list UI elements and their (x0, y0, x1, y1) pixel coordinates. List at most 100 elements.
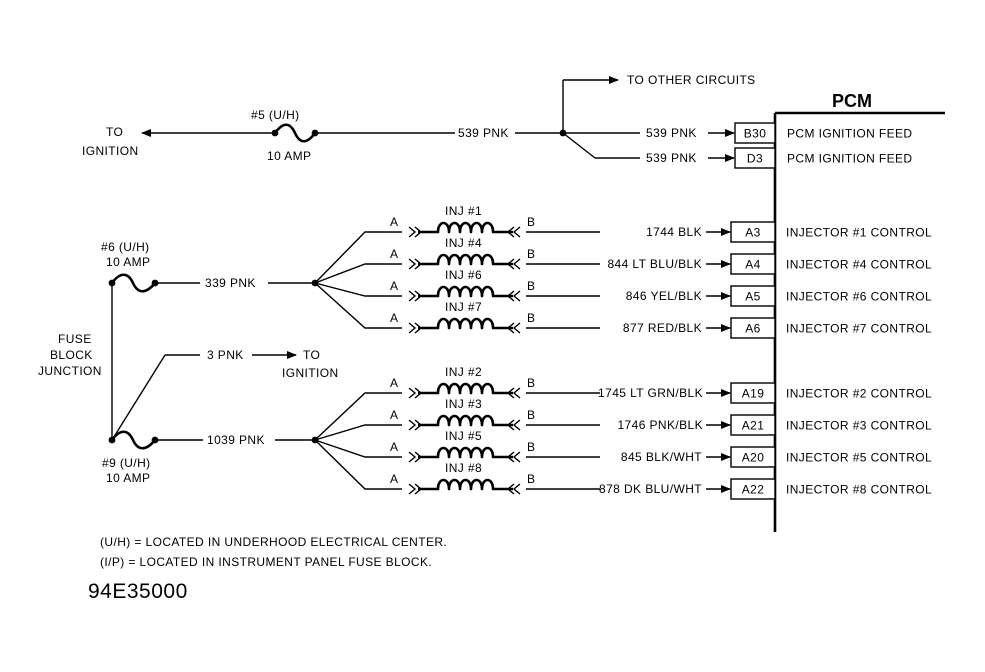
to-ignition-label: TO (106, 125, 123, 139)
pin-label: A6 (745, 322, 760, 336)
control-wire-label: 844 LT BLU/BLK (607, 257, 702, 271)
pin-function: INJECTOR #3 CONTROL (786, 419, 932, 433)
injector-label: INJ #7 (445, 300, 482, 314)
feed-row-b30: 539 PNK B30 PCM IGNITION FEED (646, 122, 912, 144)
pin-box (730, 446, 776, 468)
injector-coil-icon (418, 285, 513, 298)
junction-line-1: FUSE (58, 332, 92, 346)
notes: (U/H) = LOCATED IN UNDERHOOD ELECTRICAL … (100, 535, 447, 569)
pin-box (730, 382, 776, 404)
control-wire-label: 877 RED/BLK (623, 321, 702, 335)
pin-box (730, 478, 776, 500)
pin-box (730, 221, 776, 243)
fuse-block-junction: FUSE BLOCK JUNCTION (38, 283, 113, 440)
control-wire-label: 1746 PNK/BLK (617, 418, 703, 432)
injector-coil-icon (418, 446, 513, 459)
terminal-a-label: A (390, 279, 398, 293)
terminal-b-label: B (527, 215, 535, 229)
terminal-b-label: B (527, 472, 535, 486)
junction-line-3: JUNCTION (38, 364, 102, 378)
feed-row-d3: 539 PNK D3 PCM IGNITION FEED (646, 147, 912, 169)
injector-coil-icon (418, 221, 513, 234)
pin-label: D3 (747, 152, 763, 166)
pin-label: B30 (744, 127, 767, 141)
figure-code: 94E35000 (88, 580, 188, 603)
pin-function: INJECTOR #2 CONTROL (786, 387, 932, 401)
terminal-a-label: A (390, 408, 398, 422)
pin-function: PCM IGNITION FEED (787, 152, 912, 166)
control-wire-label: 878 DK BLU/WHT (599, 482, 702, 496)
pcm-title: PCM (832, 91, 872, 111)
ignition-branch-ignition: IGNITION (282, 366, 339, 380)
pin-function: INJECTOR #4 CONTROL (786, 258, 932, 272)
wire-339-label: 339 PNK (205, 276, 256, 290)
injector-label: INJ #6 (445, 268, 482, 282)
pin-label: A22 (742, 483, 765, 497)
control-wire-label: 1745 LT GRN/BLK (598, 386, 703, 400)
terminal-b-label: B (527, 376, 535, 390)
control-wire-label: 845 BLK/WHT (621, 450, 702, 464)
wire-539-main-label: 539 PNK (458, 126, 509, 140)
fuse-6-rating: 10 AMP (106, 255, 150, 269)
terminal-b-label: B (527, 440, 535, 454)
other-circuits-label: TO OTHER CIRCUITS (627, 73, 756, 87)
pin-function: INJECTOR #1 CONTROL (786, 226, 932, 240)
pin-function: INJECTOR #6 CONTROL (786, 290, 932, 304)
terminal-a-label: A (390, 215, 398, 229)
pin-function: PCM IGNITION FEED (787, 127, 912, 141)
injector-label: INJ #8 (445, 461, 482, 475)
terminal-a-label: A (390, 376, 398, 390)
pin-function: INJECTOR #8 CONTROL (786, 483, 932, 497)
terminal-a-label: A (390, 440, 398, 454)
junction-line-2: BLOCK (50, 348, 93, 362)
fuse-9-group: #9 (U/H) 10 AMP 1039 PNK (102, 430, 319, 485)
wire-3pnk-label: 3 PNK (207, 348, 244, 362)
injector-coil-icon (418, 253, 513, 266)
wire-1039-label: 1039 PNK (207, 433, 265, 447)
fuse-5-rating: 10 AMP (267, 149, 311, 163)
terminal-b-label: B (527, 279, 535, 293)
injector-coil-icon (418, 478, 513, 491)
injector-coil-icon (418, 382, 513, 395)
fuse-9-rating: 10 AMP (106, 471, 150, 485)
fuse-5-icon (271, 123, 319, 143)
injector-row-a6: A INJ #7 B 877 RED/BLK A6 INJECTOR #7 CONTROL (314, 282, 932, 339)
pin-label: A21 (742, 419, 765, 433)
pin-function: INJECTOR #7 CONTROL (786, 322, 932, 336)
fuse-5-name: #5 (U/H) (251, 108, 300, 122)
injector-label: INJ #5 (445, 429, 482, 443)
injector-coil-icon (418, 414, 513, 427)
control-wire-label: 846 YEL/BLK (626, 289, 702, 303)
pin-box (730, 285, 776, 307)
injector-coil-icon (418, 317, 513, 330)
pin-label: A20 (742, 451, 765, 465)
ignition-label: IGNITION (82, 144, 139, 158)
ignition-branch-to: TO (303, 348, 320, 362)
terminal-a-label: A (390, 311, 398, 325)
note-instrument-panel: (I/P) = LOCATED IN INSTRUMENT PANEL FUSE… (100, 555, 432, 569)
control-wire-label: 1744 BLK (646, 225, 702, 239)
pin-box (730, 414, 776, 436)
fuse-6-name: #6 (U/H) (101, 240, 150, 254)
top-feed-circuit: TO IGNITION #5 (U/H) 10 AMP 539 PNK TO O… (82, 73, 756, 163)
terminal-a-label: A (390, 247, 398, 261)
pin-box (730, 253, 776, 275)
ignition-branch: 3 PNK TO IGNITION (111, 348, 339, 441)
injector-row-a22: A INJ #8 B 878 DK BLU/WHT A22 INJECTOR #8 CON… (314, 439, 932, 500)
terminal-b-label: B (527, 247, 535, 261)
fuse-6-group: #6 (U/H) 10 AMP 339 PNK (101, 240, 319, 293)
pin-box (730, 317, 776, 339)
terminal-b-label: B (527, 311, 535, 325)
terminal-b-label: B (527, 408, 535, 422)
feed-wire-label: 539 PNK (646, 126, 697, 140)
feed-wire-label: 539 PNK (646, 151, 697, 165)
injector-label: INJ #4 (445, 236, 482, 250)
